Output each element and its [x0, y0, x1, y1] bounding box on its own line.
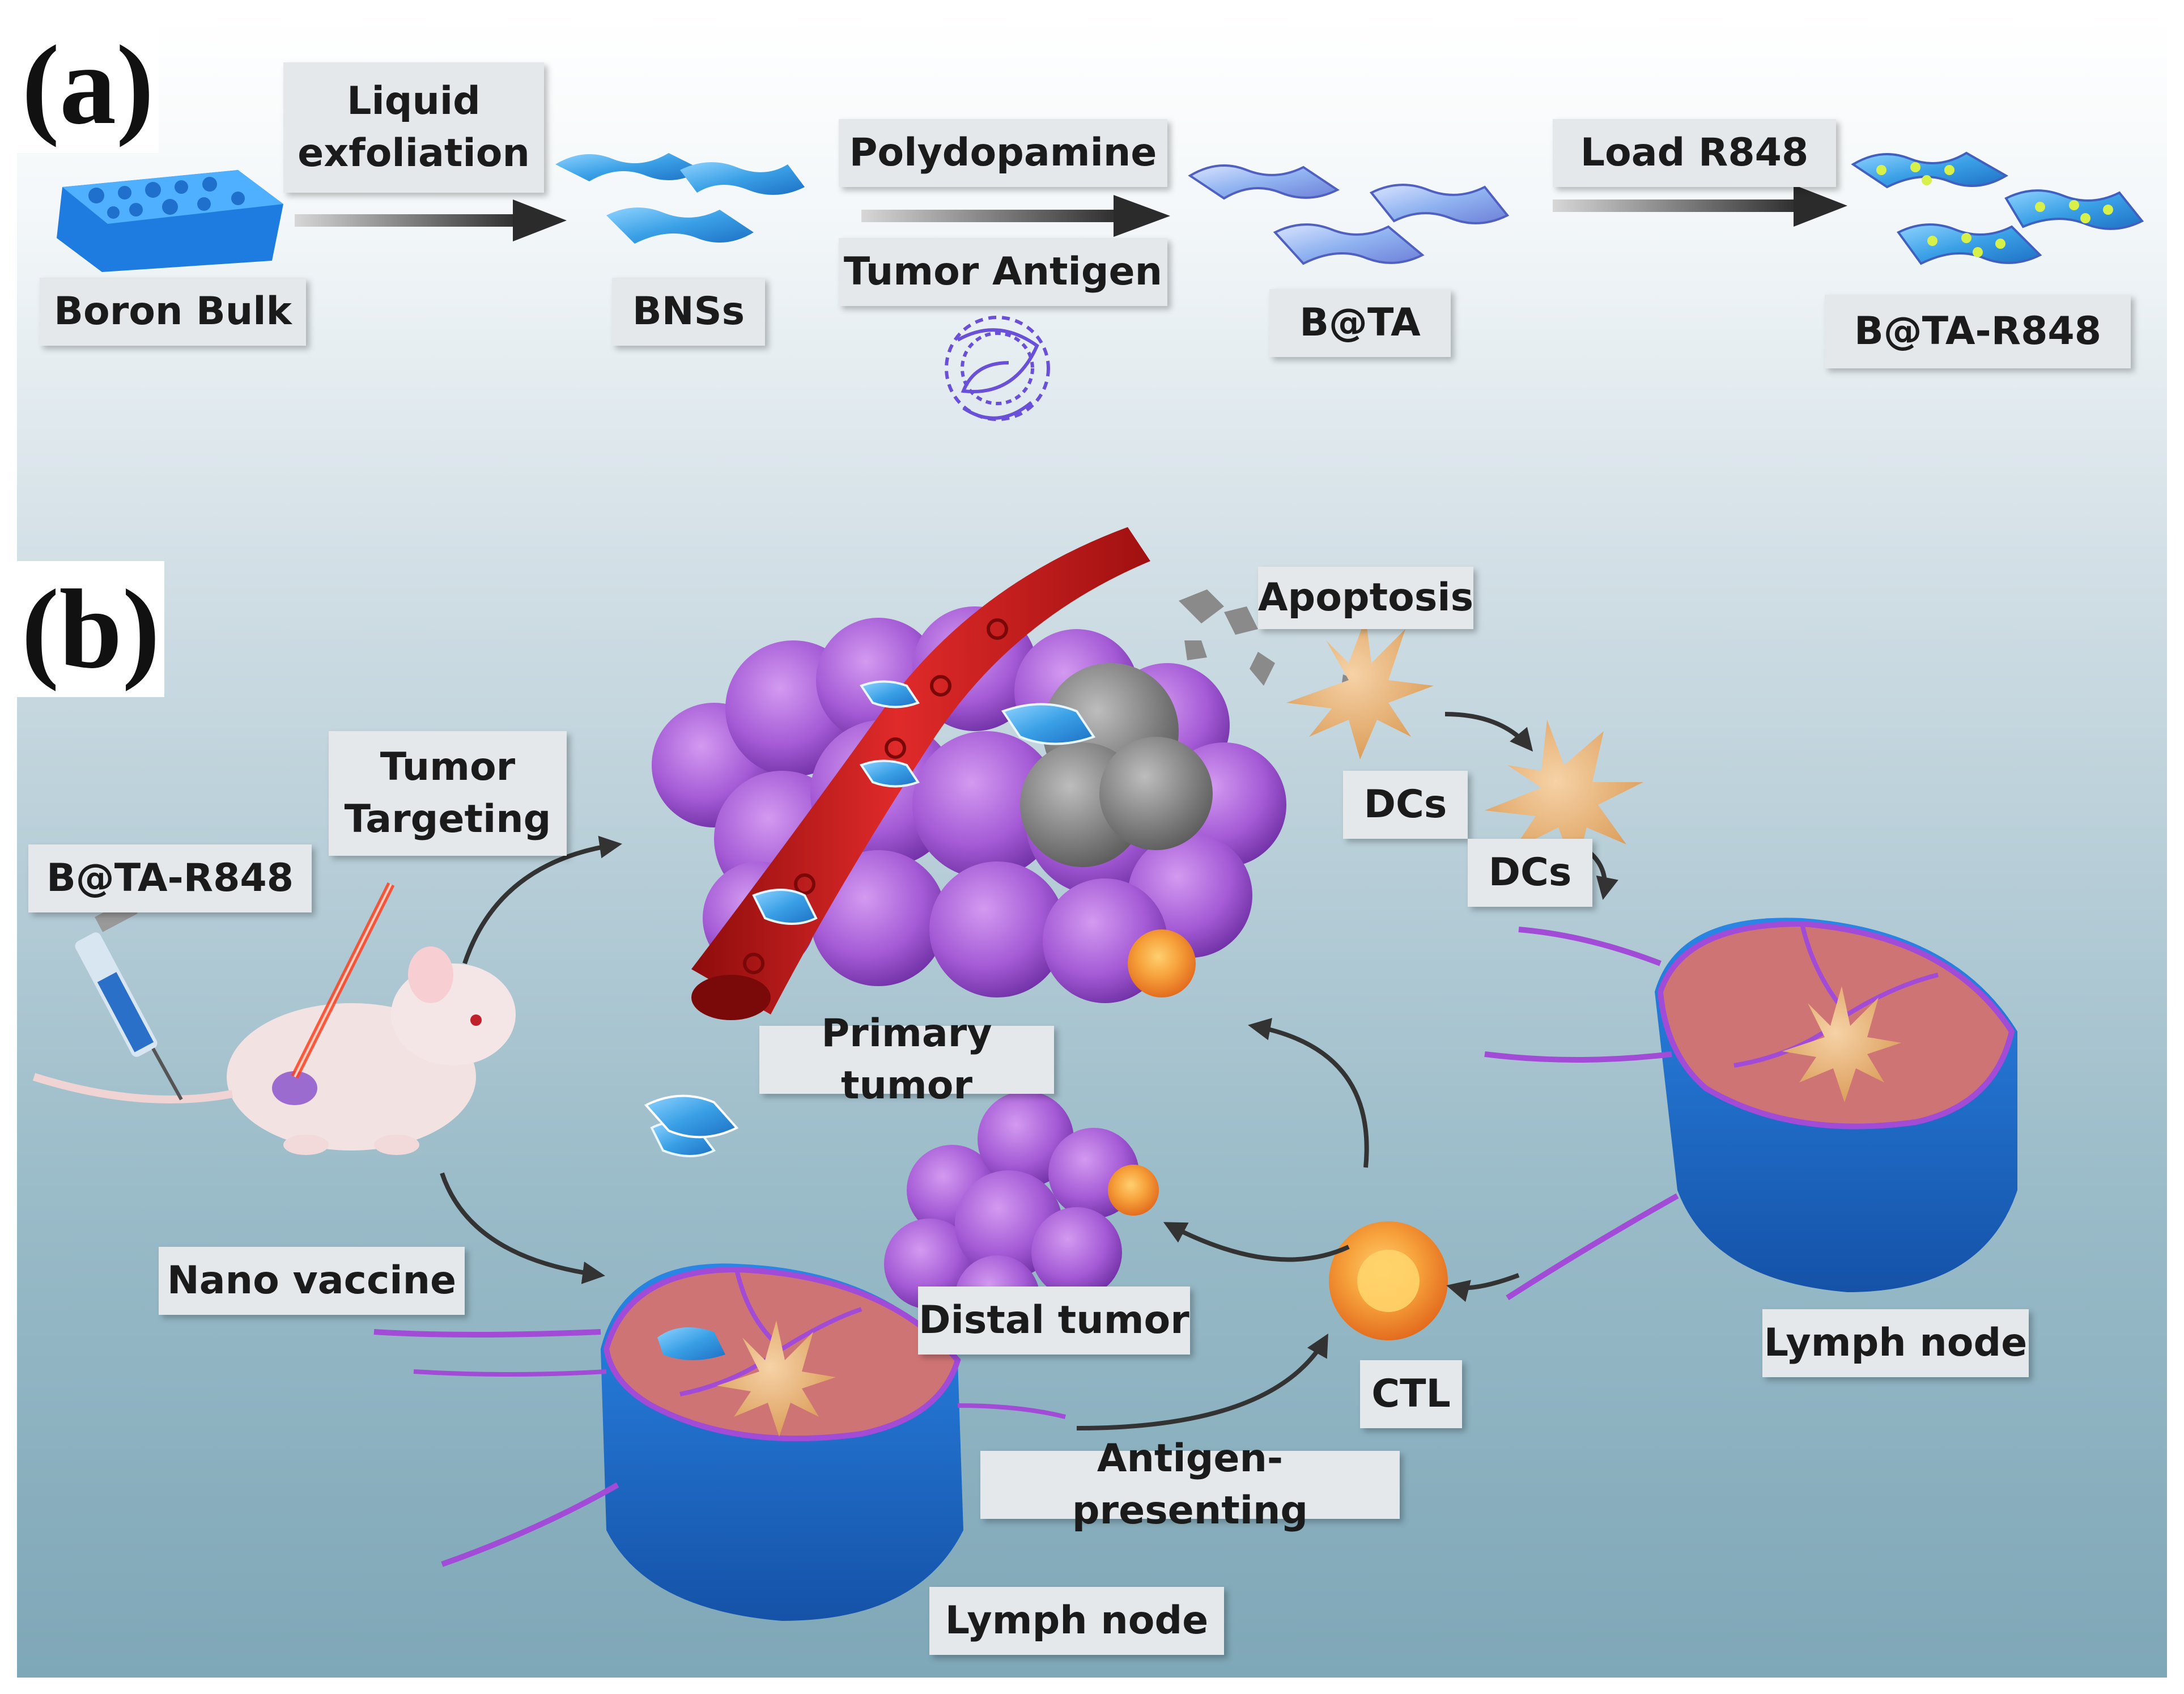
free-nanosheet — [644, 1094, 739, 1139]
label-boron-bulk: Boron Bulk — [40, 278, 306, 346]
label-distal-tumor: Distal tumor — [918, 1287, 1190, 1355]
label-polydopamine: Polydopamine — [839, 119, 1167, 187]
arrow-dc-migrate — [1444, 712, 1533, 752]
apoptotic-tumor-cells — [1020, 663, 1213, 867]
label-bta: B@TA — [1269, 289, 1451, 357]
arrow-to-ctl — [1076, 1334, 1328, 1430]
label-lymph-node-bottom: Lymph node — [929, 1587, 1224, 1655]
label-load-r848: Load R848 — [1553, 119, 1836, 187]
tumor-antigen-protein-icon — [945, 316, 1050, 421]
label-bnss: BNSs — [612, 278, 765, 346]
blood-vessel — [691, 527, 1150, 1020]
label-liquid-exfoliation: Liquid exfoliation — [283, 62, 544, 193]
arrow-exfoliation — [295, 199, 567, 241]
dc-cell-2 — [1485, 720, 1643, 873]
lymph-node-bottom — [373, 1263, 1066, 1621]
vessel-nanosheets — [650, 680, 1096, 1157]
panel-label-a: (a) — [17, 17, 159, 153]
label-primary-tumor: Primary tumor — [759, 1011, 1054, 1108]
arrow-tumor-targeting — [462, 835, 622, 965]
arrow-load-r848 — [1553, 185, 1847, 227]
mouse-illustration — [32, 946, 516, 1155]
ctl-cell-distal — [1108, 1165, 1159, 1216]
dc-cell-1 — [1286, 618, 1434, 759]
label-injection-bta-r848: B@TA-R848 — [28, 844, 312, 912]
arrow-ln-to-ctl — [1446, 1273, 1520, 1302]
arrow-ctl-to-distal — [1163, 1222, 1350, 1262]
label-dcs-1: DCs — [1343, 771, 1468, 839]
label-antigen-presenting: Antigen-presenting — [980, 1436, 1400, 1533]
label-tumor-targeting: Tumor Targeting — [329, 731, 567, 856]
bta-nanosheets-icon — [1188, 164, 1510, 265]
flow-arrows — [440, 712, 1618, 1430]
bta-r848-nanosheets-icon — [1851, 151, 2144, 265]
label-bta-r848: B@TA-R848 — [1825, 295, 2131, 368]
label-ctl: CTL — [1360, 1360, 1462, 1428]
panel-label-b: (b) — [17, 561, 164, 697]
label-lymph-node-right: Lymph node — [1762, 1309, 2029, 1377]
boron-bulk-icon — [57, 170, 283, 272]
label-nano-vaccine: Nano vaccine — [159, 1247, 465, 1315]
label-tumor-antigen: Tumor Antigen — [839, 238, 1167, 306]
ctl-cell-primary — [1128, 929, 1196, 997]
label-apoptosis: Apoptosis — [1258, 567, 1473, 629]
label-dcs-2: DCs — [1468, 839, 1592, 907]
arrow-polydopamine — [861, 195, 1170, 237]
lymph-node-right — [1484, 918, 2017, 1301]
arrow-nano-vaccine — [440, 1172, 605, 1284]
bnss-nanosheets-icon — [555, 153, 805, 244]
arrow-ctl-to-primary — [1248, 1018, 1369, 1168]
